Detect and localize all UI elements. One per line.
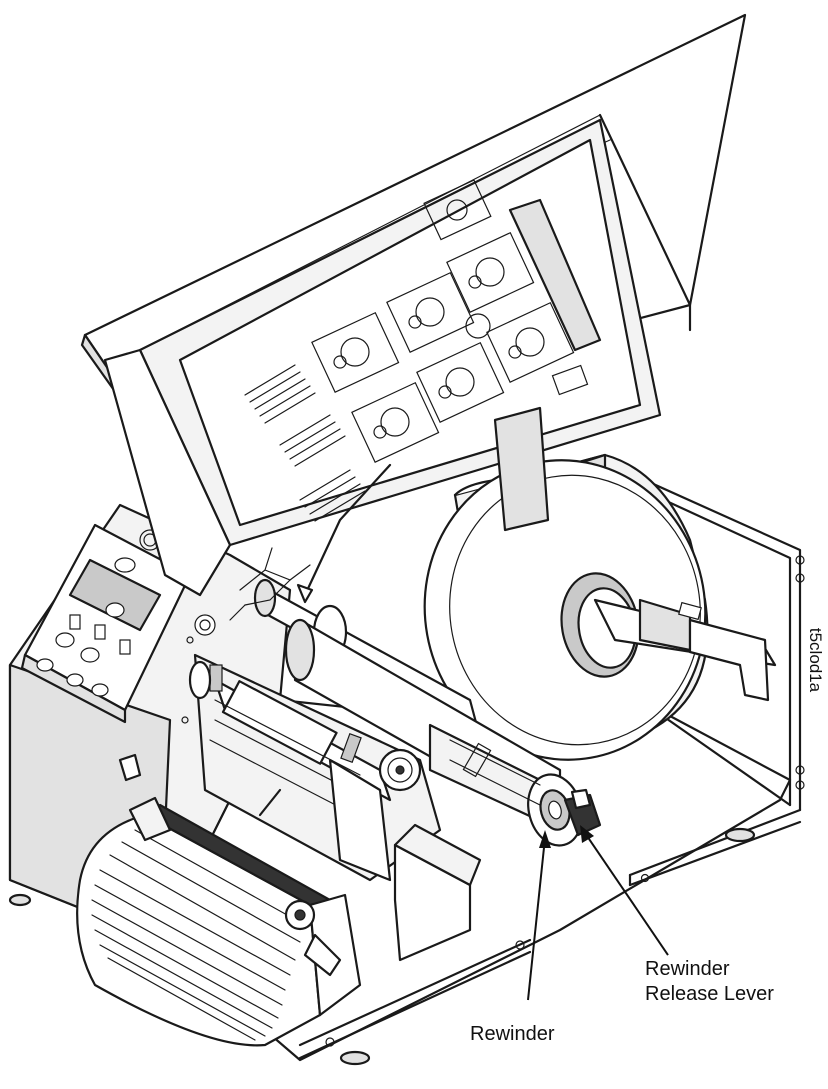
label-roll [423, 406, 777, 762]
media-tray [393, 823, 482, 962]
cover-loading-pictograms [311, 179, 575, 463]
label-rewinder-release-lever-line2: Release Lever [645, 983, 774, 1005]
figure-id-label: t5clod1a [806, 628, 825, 693]
media-path-arrows [258, 463, 392, 817]
control-panel [20, 523, 192, 724]
label-rewinder-release-lever-line1: Rewinder [645, 958, 730, 980]
callout-rewinder-release-lever: Rewinder Release Lever [580, 825, 774, 1005]
rewinder [284, 618, 583, 847]
rewinder-release-lever [563, 788, 602, 837]
print-mechanism [188, 614, 442, 882]
callout-arrowhead [539, 830, 551, 848]
callout-arrowhead [580, 825, 594, 843]
cover-instruction-text [244, 364, 366, 522]
label-rewinder: Rewinder [470, 1023, 555, 1045]
callout-rewinder: Rewinder [470, 830, 555, 1045]
platen-roller-assembly [76, 753, 362, 1047]
